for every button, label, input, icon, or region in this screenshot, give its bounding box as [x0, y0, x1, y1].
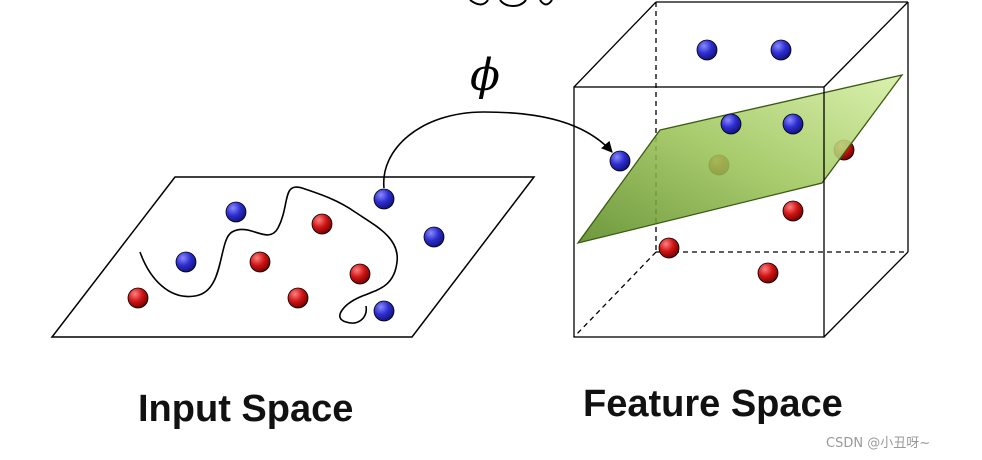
input-space-plane: [50, 176, 536, 338]
input-point-red: [349, 263, 371, 285]
feature-point-blue: [609, 150, 631, 172]
input-point-red: [311, 213, 333, 235]
clipped-glyph-top: [469, 0, 553, 7]
cube-front-edges: [573, 1, 909, 338]
input-point-blue: [373, 188, 395, 210]
feature-point-blue: [720, 113, 742, 135]
input-point-red: [287, 287, 309, 309]
cube-back-edges: [656, 1, 909, 252]
input-points: [127, 188, 445, 322]
feature-point-blue: [770, 39, 792, 61]
watermark: CSDN @小丑呀~: [826, 436, 931, 451]
feature-point-red: [782, 200, 804, 222]
phi-mapping-symbol: ϕ: [470, 50, 500, 101]
feature-point-red: [658, 237, 680, 259]
input-point-red: [127, 287, 149, 309]
input-point-blue: [175, 251, 197, 273]
input-point-blue: [225, 201, 247, 223]
feature-space-label: Feature Space: [583, 383, 843, 425]
feature-point-blue: [782, 113, 804, 135]
separating-hyperplane: [576, 73, 904, 245]
input-space-label: Input Space: [138, 388, 354, 430]
feature-point-red: [757, 262, 779, 284]
input-point-blue: [373, 300, 395, 322]
feature-point-blue: [696, 39, 718, 61]
input-point-blue: [423, 226, 445, 248]
feature-points-front: [609, 113, 804, 284]
mapping-arrow: [383, 111, 613, 189]
input-decision-boundary: [139, 186, 398, 324]
input-point-red: [249, 251, 271, 273]
